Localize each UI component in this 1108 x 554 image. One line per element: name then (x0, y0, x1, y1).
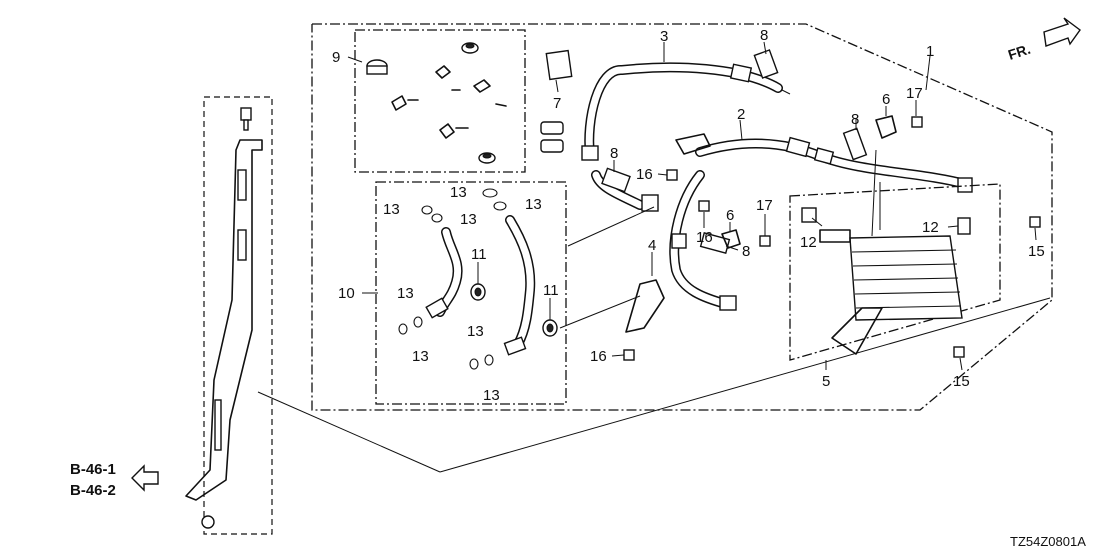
callout-7: 7 (553, 95, 561, 112)
callout-17: 17 (756, 197, 773, 214)
cooler-hose-2 (591, 136, 973, 212)
callout-13: 13 (460, 211, 477, 228)
clip-bolt-icon (391, 65, 507, 139)
hose-clip-icon (601, 49, 868, 254)
banjo-fitting-icon (470, 283, 558, 337)
leader-lines (257, 41, 1051, 473)
callout-13: 13 (483, 387, 500, 404)
callout-labels: 1 2 3 4 5 6 6 7 8 8 8 8 9 10 11 11 12 12… (332, 27, 1045, 404)
callout-2: 2 (737, 106, 745, 123)
oil-cooler (789, 183, 1001, 361)
callout-15: 15 (953, 373, 970, 390)
callout-17: 17 (906, 85, 923, 102)
main-assembly-outline (311, 23, 1053, 411)
callout-11: 11 (471, 246, 487, 263)
callout-13: 13 (467, 323, 484, 340)
front-label: FR. (1006, 41, 1032, 63)
callout-13: 13 (412, 348, 429, 365)
arrow-left-icon (131, 464, 159, 492)
bolt-icon (623, 116, 1041, 361)
label-sticker-icon (540, 49, 573, 153)
hose-bracket-icon (625, 115, 897, 333)
callout-3: 3 (660, 28, 668, 45)
callout-16: 16 (636, 166, 653, 183)
callout-8: 8 (851, 111, 859, 128)
callout-12: 12 (922, 219, 939, 236)
callout-6: 6 (882, 91, 890, 108)
diagram-code: TZ54Z0801A (1010, 534, 1086, 549)
callout-15: 15 (1028, 243, 1045, 260)
callout-13: 13 (525, 196, 542, 213)
callout-13: 13 (450, 184, 467, 201)
bolt-icon (201, 107, 252, 529)
callout-8: 8 (742, 243, 750, 260)
grommet-icon (366, 42, 496, 164)
callout-9: 9 (332, 49, 340, 66)
front-arrow-icon: FR. (1006, 17, 1081, 63)
callout-16: 16 (590, 348, 607, 365)
callout-6: 6 (726, 207, 734, 224)
cooler-pipe-box (375, 181, 567, 405)
cooler-hose-4 (669, 170, 737, 311)
callout-8: 8 (610, 145, 618, 162)
callout-4: 4 (648, 237, 656, 254)
transmission-bracket-box (185, 96, 273, 535)
callout-13: 13 (383, 201, 400, 218)
cooler-hose-3 (581, 62, 783, 161)
callout-10: 10 (338, 285, 355, 302)
hardware-kit-box (354, 29, 526, 173)
ref-link-2[interactable]: B-46-2 (70, 482, 116, 499)
callout-11: 11 (543, 282, 559, 299)
callout-13: 13 (397, 285, 414, 302)
o-ring-icon (398, 188, 507, 370)
callout-1: 1 (926, 43, 934, 60)
ref-link-1[interactable]: B-46-1 (70, 461, 116, 478)
callout-8: 8 (760, 27, 768, 44)
callout-5: 5 (822, 373, 830, 390)
callout-16: 16 (696, 229, 713, 246)
cross-reference[interactable]: B-46-1 B-46-2 (70, 461, 159, 499)
callout-12: 12 (800, 234, 817, 251)
